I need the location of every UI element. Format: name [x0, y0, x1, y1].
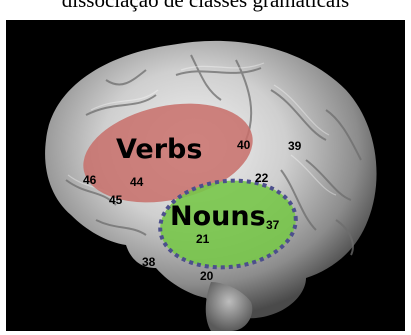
verbs-label: Verbs: [116, 134, 202, 165]
brain-photo: Verbs Nouns 40 39 46 44 45 22 37 21 38 2…: [6, 20, 405, 331]
area-38-label: 38: [142, 255, 156, 269]
nouns-label: Nouns: [170, 201, 266, 232]
figure-caption: dissociação de classes gramaticais: [0, 0, 411, 12]
area-39-label: 39: [288, 139, 302, 153]
area-37-label: 37: [266, 218, 280, 232]
area-40-label: 40: [237, 138, 251, 152]
area-44-label: 44: [130, 175, 144, 189]
area-45-label: 45: [109, 193, 123, 207]
area-22-label: 22: [255, 171, 269, 185]
brain-illustration: Verbs Nouns 40 39 46 44 45 22 37 21 38 2…: [6, 20, 405, 331]
area-46-label: 46: [83, 173, 97, 187]
area-20-label: 20: [200, 269, 214, 283]
area-21-label: 21: [196, 232, 210, 246]
